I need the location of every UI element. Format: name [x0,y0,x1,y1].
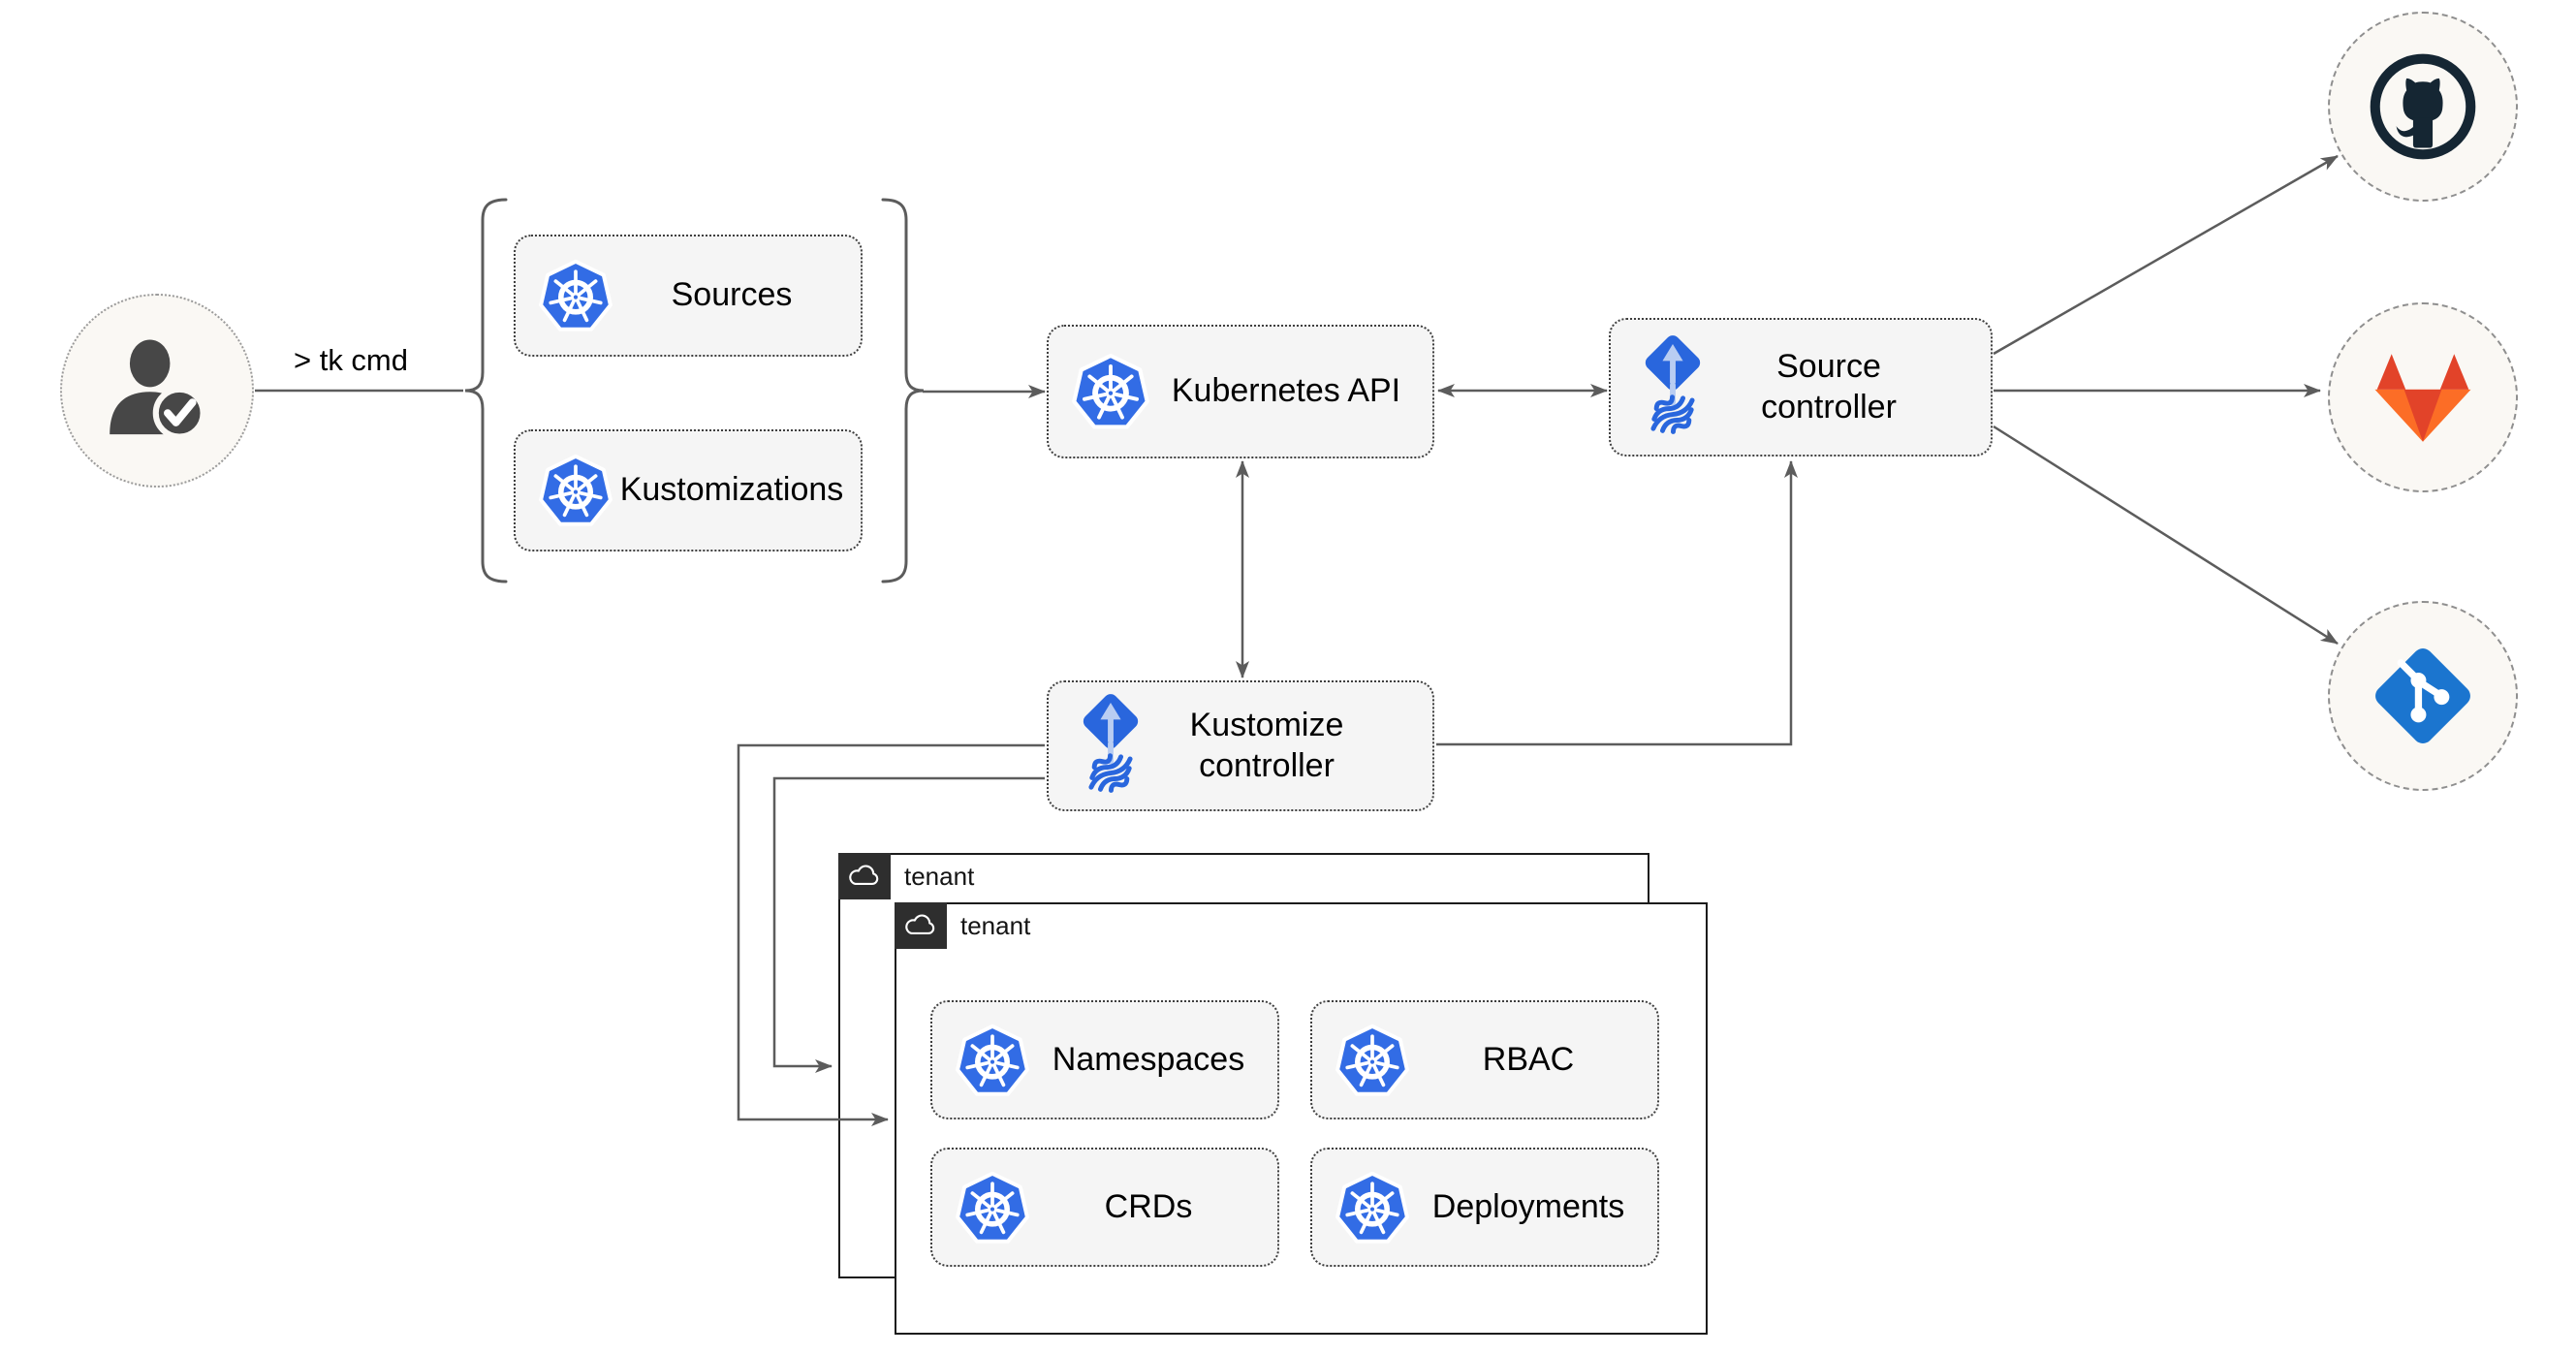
node-sources-label: Sources [671,276,793,314]
git-logo-icon [2368,641,2478,751]
edge-source-controller-to-github [1993,154,2339,356]
node-source-controller: Source controller [1609,318,1993,457]
tenant-container-front: tenant Namespaces RBAC CRDs Deployments [894,901,1708,1335]
node-deployments-label: Deployments [1431,1187,1625,1225]
provider-github [2328,12,2518,202]
cloud-icon [903,913,938,938]
node-kustomize-controller: Kustomize controller [1047,680,1434,811]
node-sources: Sources [514,235,863,357]
flux-icon [1628,332,1717,443]
node-namespaces: Namespaces [930,1000,1279,1119]
node-rbac: RBAC [1310,1000,1659,1119]
kubernetes-icon [537,257,614,334]
node-namespaces-label: Namespaces [1052,1040,1245,1078]
node-deployments: Deployments [1310,1148,1659,1267]
tenant-badge [837,852,891,899]
node-crds: CRDs [930,1148,1279,1267]
node-crds-label: CRDs [1104,1187,1193,1225]
github-logo-icon [2369,52,2477,161]
node-source-controller-label: Source controller [1761,348,1897,425]
user-actor [60,294,254,488]
node-rbac-label: RBAC [1482,1040,1575,1078]
kubernetes-icon [954,1169,1031,1246]
tenant-badge [894,901,947,949]
edge-source-controller-to-git [1993,425,2339,646]
node-kubernetes-api-label: Kubernetes API [1171,372,1401,410]
provider-git [2328,601,2518,791]
cloud-icon [847,864,882,889]
kubernetes-icon [1070,351,1151,432]
user-check-icon [98,331,216,450]
provider-gitlab [2328,302,2518,492]
kubernetes-icon [537,452,614,529]
left-brace [464,198,508,583]
gitlab-logo-icon [2371,350,2475,446]
edge-kustomize-to-source-controller [1436,460,1798,746]
tenant-back-label: tenant [904,861,975,891]
flux-icon [1066,691,1155,802]
node-kustomize-controller-label: Kustomize controller [1189,707,1344,784]
kubernetes-icon [1334,1169,1411,1246]
node-kustomizations: Kustomizations [514,429,863,551]
node-kubernetes-api: Kubernetes API [1047,325,1434,458]
kubernetes-icon [954,1022,1031,1099]
tenant-front-label: tenant [960,910,1031,940]
node-kustomizations-label: Kustomizations [619,471,844,509]
kubernetes-icon [1334,1022,1411,1099]
right-brace [881,198,925,583]
cli-command-label: > tk cmd [293,343,408,377]
